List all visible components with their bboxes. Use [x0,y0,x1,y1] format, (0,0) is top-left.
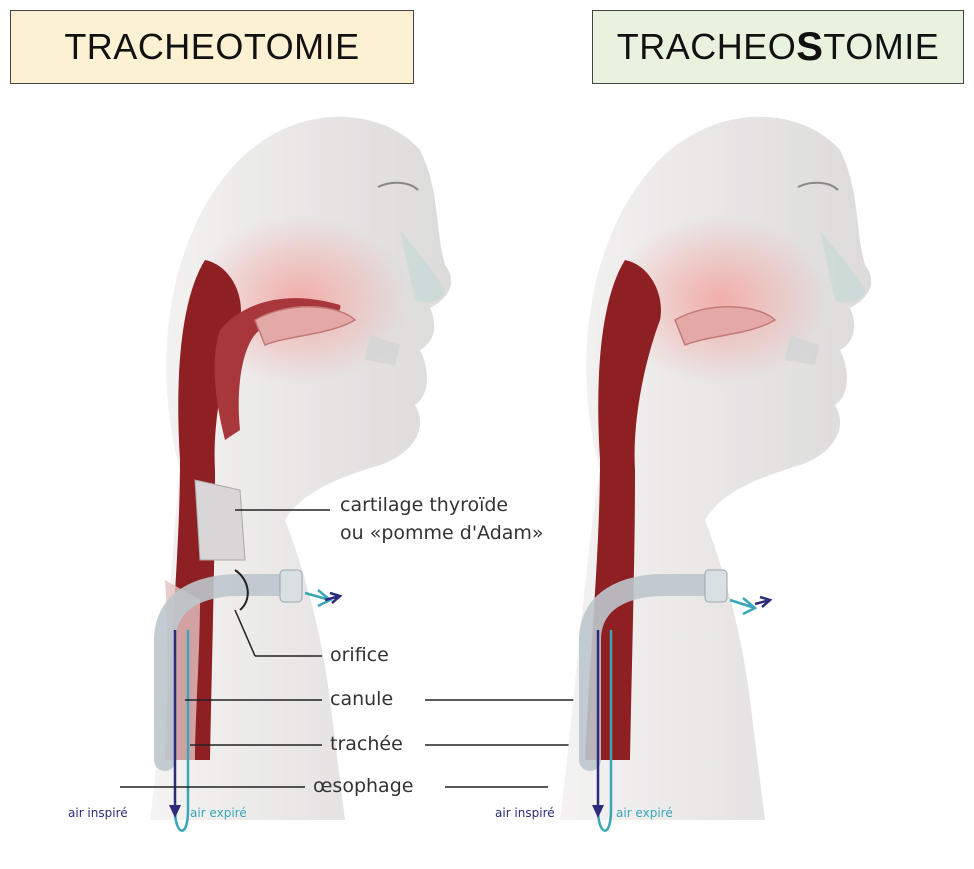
label-canule: canule [330,688,393,710]
left-larynx [195,480,245,560]
right-figure [560,117,871,831]
right-cannula-flange [705,570,727,602]
label-cartilage-line2: ou «pomme d'Adam» [340,522,544,544]
left-air-inspire: air inspiré [68,806,128,820]
label-trachee: trachée [330,733,403,755]
left-cannula-flange [280,570,302,602]
right-air-inspire: air inspiré [495,806,555,820]
label-orifice: orifice [330,644,389,666]
left-figure [120,117,585,831]
right-air-expire: air expiré [616,806,673,820]
left-air-expire: air expiré [190,806,247,820]
label-oesophage: œsophage [313,775,413,797]
label-cartilage-line1: cartilage thyroïde [340,494,508,516]
right-airflow-arrows [730,598,755,614]
